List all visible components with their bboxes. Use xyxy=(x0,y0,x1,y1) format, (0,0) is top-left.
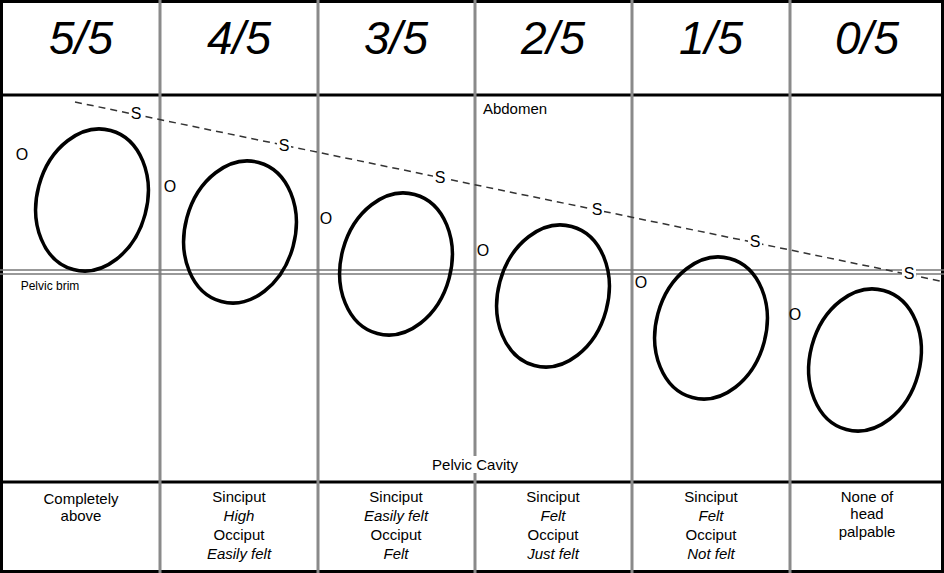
region-label-text: Abdomen xyxy=(481,100,549,117)
position-note: Felt xyxy=(636,507,786,524)
fetal-head xyxy=(639,244,783,412)
fifths-header: 1/5 xyxy=(636,12,786,65)
region-label: Pelvic brim xyxy=(2,280,98,294)
sinciput-mark-text: S xyxy=(129,105,144,122)
occiput-mark-text: O xyxy=(16,146,28,163)
sinciput-mark: S xyxy=(747,233,763,251)
position-note-text: Felt xyxy=(383,545,408,562)
fifths-header: 3/5 xyxy=(321,12,471,65)
occiput-mark: O xyxy=(787,306,803,324)
position-note: Easily felt xyxy=(164,545,314,562)
fetal-head xyxy=(20,116,164,284)
fifths-header: 0/5 xyxy=(792,12,942,65)
region-label: Pelvic Cavity xyxy=(410,456,540,473)
position-note: Not felt xyxy=(636,545,786,562)
position-note: Just felt xyxy=(478,545,628,562)
position-note-text: Sinciput xyxy=(684,488,737,505)
position-note-text: Occiput xyxy=(214,526,265,543)
position-note-text: Occiput xyxy=(371,526,422,543)
sinciput-mark: S xyxy=(128,105,144,123)
occiput-mark-text: O xyxy=(789,306,801,323)
occiput-mark-text: O xyxy=(477,242,489,259)
fifths-header: 2/5 xyxy=(478,12,628,65)
sinciput-mark-text: S xyxy=(433,169,448,186)
fifths-header-text: 3/5 xyxy=(364,12,428,64)
position-note: Felt xyxy=(478,507,628,524)
sinciput-mark: S xyxy=(276,137,292,155)
position-note-text: Sinciput xyxy=(369,488,422,505)
occiput-mark: O xyxy=(475,242,491,260)
occiput-mark-text: O xyxy=(635,274,647,291)
fifths-header: 4/5 xyxy=(164,12,314,65)
position-note: Occiput xyxy=(321,526,471,543)
sinciput-level-line xyxy=(75,102,940,281)
position-note: Sinciput xyxy=(478,488,628,505)
fetal-head xyxy=(324,180,468,348)
sinciput-mark: S xyxy=(589,201,605,219)
position-note: Occiput xyxy=(636,526,786,543)
sinciput-mark-text: S xyxy=(748,233,763,250)
region-label: Abdomen xyxy=(455,100,575,117)
sinciput-mark: S xyxy=(432,169,448,187)
sinciput-mark: S xyxy=(901,265,917,283)
fetal-heads xyxy=(20,116,937,444)
pelvic-brim-line xyxy=(0,269,944,271)
occiput-mark: O xyxy=(162,178,178,196)
column-divider xyxy=(631,0,634,573)
position-note-text: Sinciput xyxy=(212,488,265,505)
position-note-text: Easily felt xyxy=(364,507,428,524)
position-note: Occiput xyxy=(478,526,628,543)
occiput-mark-text: O xyxy=(164,178,176,195)
region-label-text: Pelvic Cavity xyxy=(430,456,520,473)
occiput-mark: O xyxy=(14,146,30,164)
occiput-mark: O xyxy=(633,274,649,292)
region-label-text: Pelvic brim xyxy=(21,279,80,293)
position-note: Felt xyxy=(321,545,471,562)
fifths-header-text: 0/5 xyxy=(835,12,899,64)
sinciput-mark-text: S xyxy=(590,201,605,218)
position-note-text: High xyxy=(224,507,255,524)
fetal-head xyxy=(793,276,937,444)
occiput-mark-text: O xyxy=(320,210,332,227)
position-note-text: Not felt xyxy=(687,545,735,562)
sinciput-mark-text: S xyxy=(277,137,292,154)
position-note: Occiput xyxy=(164,526,314,543)
position-note: Completely above xyxy=(36,490,126,525)
sinciput-mark-text: S xyxy=(902,265,917,282)
position-note-text: Just felt xyxy=(527,545,579,562)
position-note-text: Easily felt xyxy=(207,545,271,562)
column-divider xyxy=(159,0,162,573)
position-note: Sinciput xyxy=(164,488,314,505)
pelvic-brim-line xyxy=(0,273,944,275)
column-dividers xyxy=(160,0,790,573)
position-note: Sinciput xyxy=(636,488,786,505)
position-note-text: Felt xyxy=(540,507,565,524)
fifths-header-text: 1/5 xyxy=(679,12,743,64)
position-note-text: None of head palpable xyxy=(839,488,896,540)
fifths-header-text: 5/5 xyxy=(49,12,113,64)
position-note: Sinciput xyxy=(321,488,471,505)
position-note-text: Occiput xyxy=(528,526,579,543)
fifths-header-text: 4/5 xyxy=(207,12,271,64)
position-note-text: Occiput xyxy=(686,526,737,543)
position-note: None of head palpable xyxy=(829,488,905,540)
position-note: High xyxy=(164,507,314,524)
fetal-head xyxy=(481,212,625,380)
fifths-header-text: 2/5 xyxy=(521,12,585,64)
fetal-head xyxy=(168,148,312,316)
footer-rule xyxy=(0,481,944,484)
occiput-mark: O xyxy=(318,210,334,228)
fifths-header: 5/5 xyxy=(6,12,156,65)
position-note: Easily felt xyxy=(321,507,471,524)
column-divider xyxy=(789,0,792,573)
header-rule xyxy=(0,94,944,97)
column-divider xyxy=(317,0,320,573)
position-note-text: Felt xyxy=(698,507,723,524)
position-note-text: Completely above xyxy=(43,490,118,524)
column-divider xyxy=(474,0,477,573)
position-note-text: Sinciput xyxy=(526,488,579,505)
